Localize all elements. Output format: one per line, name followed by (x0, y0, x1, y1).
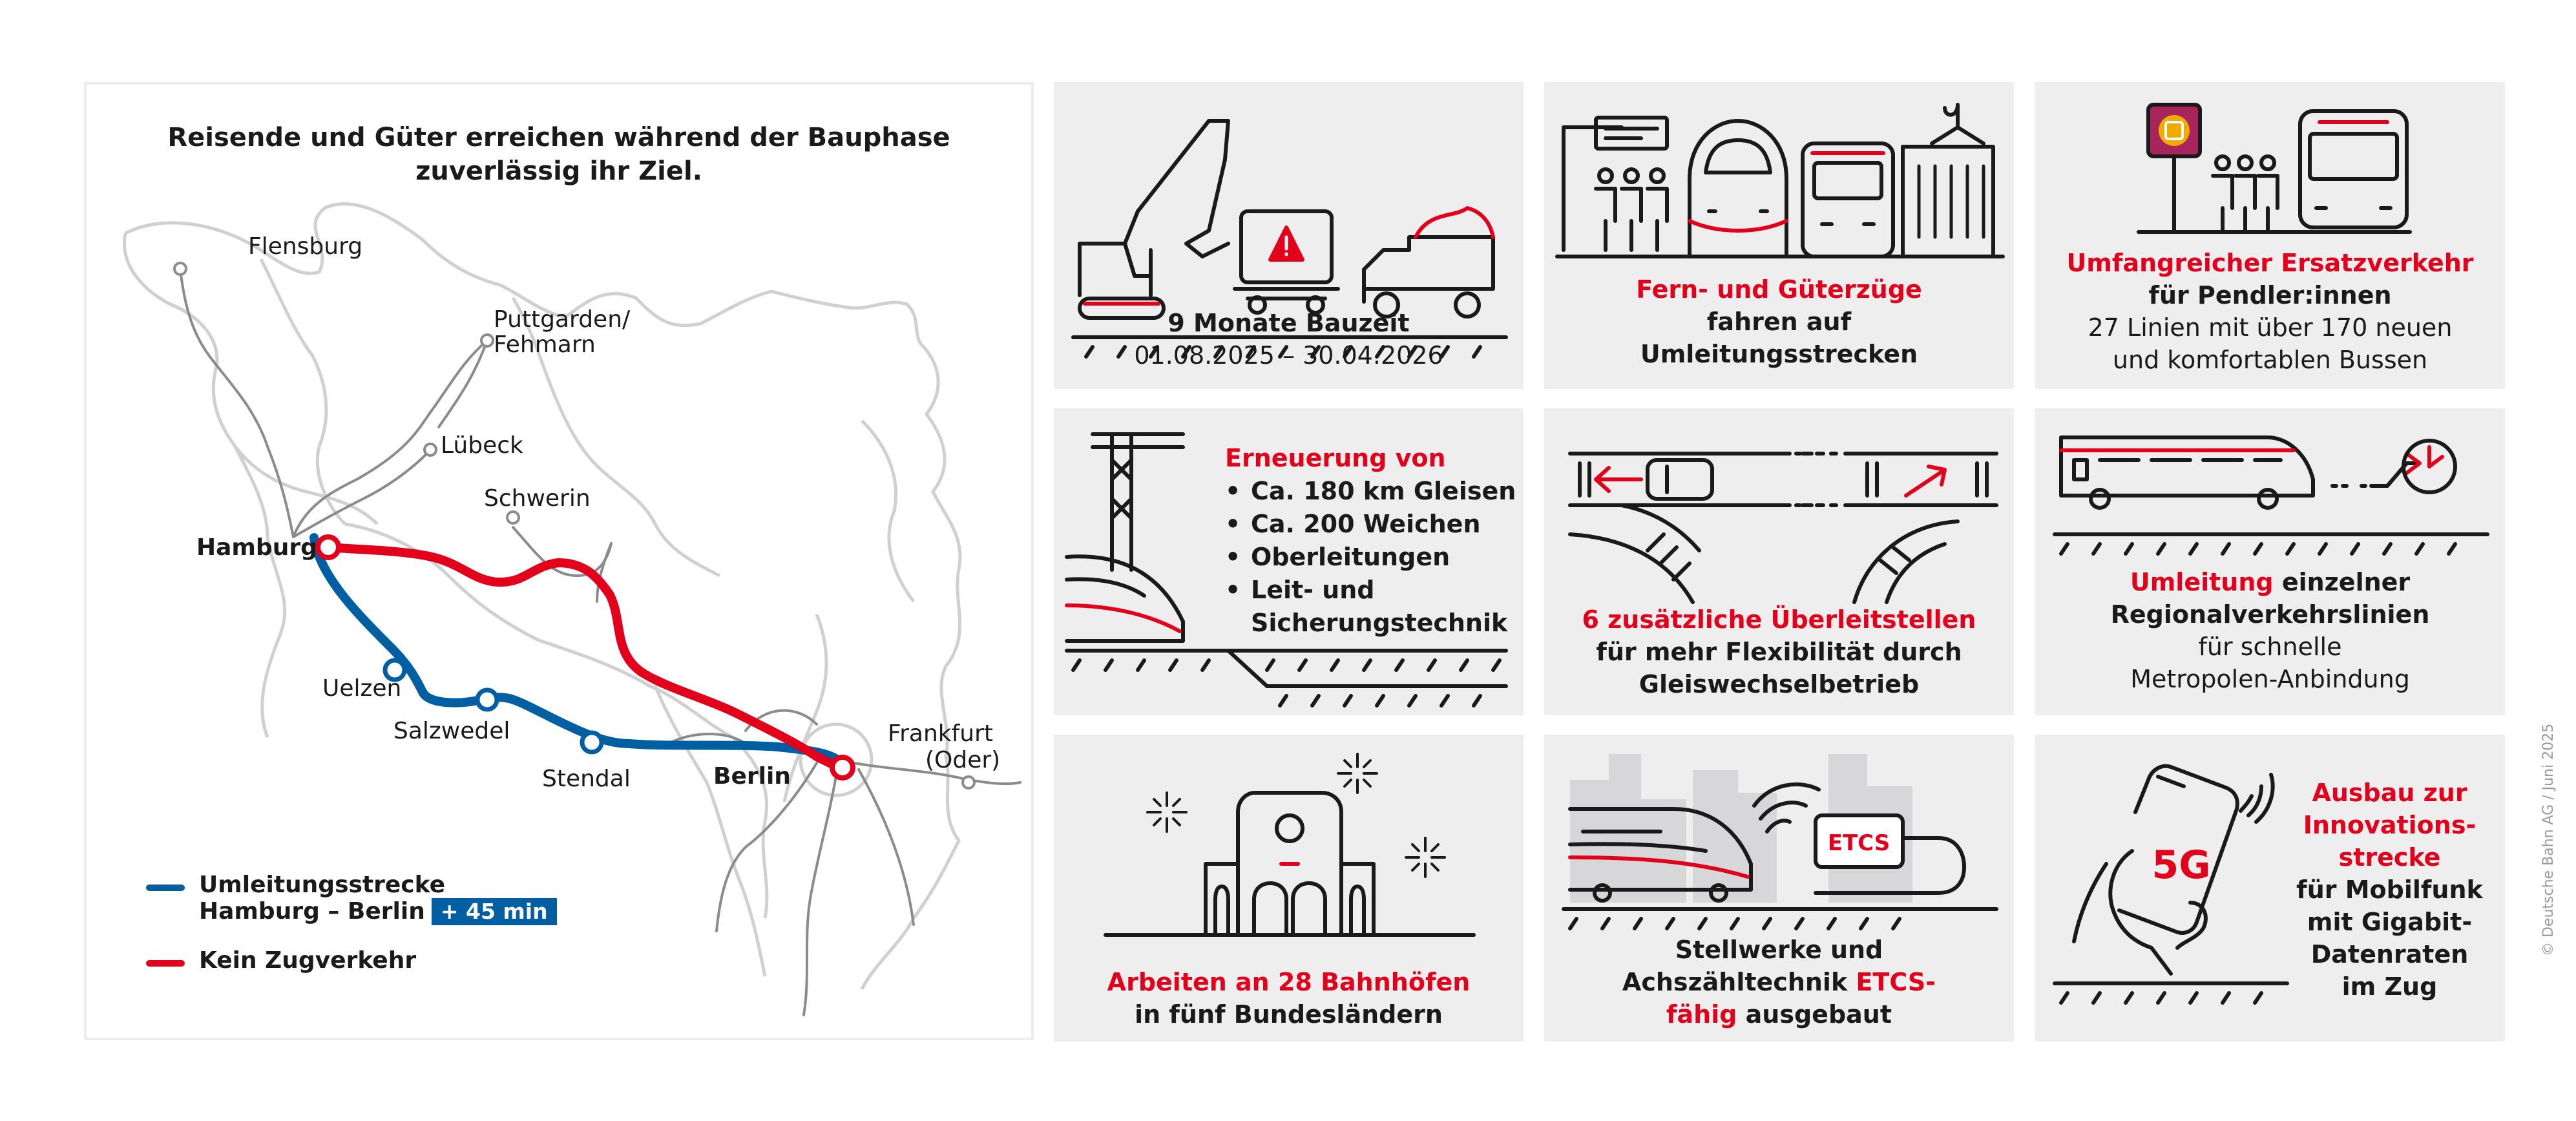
tile-stations: Arbeiten an 28 Bahnhöfen in fünf Bundesl… (1054, 735, 1524, 1042)
dump-truck-icon (1362, 206, 1495, 319)
map-legend: Umleitungsstrecke Hamburg – Berlin+ 45 m… (146, 872, 557, 974)
signal-waves-icon (1752, 782, 1821, 833)
label-schwerin: Schwerin (484, 485, 591, 512)
renewal-item: Ca. 180 km Gleisen (1225, 475, 1522, 508)
crossover-left-icon (1568, 452, 1792, 604)
map-panel: Reisende und Güter erreichen während der… (84, 82, 1034, 1040)
label-uelzen: Uelzen (322, 675, 401, 702)
tile-regional: Umleitung einzelner Regionalverkehrslini… (2035, 408, 2505, 715)
tile-regional-text: Umleitung einzelner Regionalverkehrslini… (2110, 568, 2430, 693)
bus-icon (2298, 109, 2409, 229)
5g-label: 5G (2152, 843, 2211, 888)
track-ground (1065, 649, 1508, 707)
tile-construction-text: 9 Monate Bauzeit 01.08.2025 – 30.04.2026 (1134, 309, 1443, 370)
tile-etcs-text: Stellwerke und Achszähltechnik ETCS- fäh… (1622, 936, 1936, 1029)
tile-long-distance: Fern- und Güterzüge fahren auf Umleitung… (1544, 82, 2014, 389)
legend-no-service: Kein Zugverkehr (146, 947, 557, 974)
crossover-right-icon (1794, 452, 1998, 604)
signal-waves-icon (2239, 773, 2275, 824)
track-ground (2053, 532, 2489, 556)
waiting-people-icon (2211, 154, 2279, 233)
station-building-icon (1104, 791, 1476, 937)
tile-renewal: Erneuerung von Ca. 180 km Gleisen Ca. 20… (1054, 408, 1524, 715)
ice-train-side-icon (1568, 807, 1753, 903)
tile-innovation-text: Ausbau zur Innovations- strecke für Mobi… (2296, 779, 2483, 1001)
smartphone-hand-icon (2072, 764, 2239, 976)
tile-innovation-5g: 5G Ausbau zur Innovations- strecke für M… (2035, 735, 2505, 1042)
track-ground (2053, 981, 2289, 1005)
label-flensburg: Flensburg (248, 233, 362, 260)
stop-stendal (580, 730, 604, 755)
container-crane-icon (1901, 103, 1995, 258)
track-ground (1071, 335, 1508, 359)
renewal-item: Ca. 200 Weichen (1225, 508, 1522, 541)
legend-blue-swatch (146, 885, 185, 891)
regional-train-side-icon (2059, 435, 2315, 510)
tile-construction-time: 9 Monate Bauzeit 01.08.2025 – 30.04.2026 (1054, 82, 1524, 389)
warning-wagon-icon (1233, 209, 1340, 315)
label-hamburg: Hamburg (196, 534, 317, 561)
label-stendal: Stendal (542, 766, 631, 792)
catenary-mast-icon (1091, 432, 1185, 572)
legend-detour: Umleitungsstrecke Hamburg – Berlin+ 45 m… (146, 872, 557, 925)
etcs-sign-icon (1814, 813, 1966, 895)
label-frankfurt: Frankfurt (888, 720, 993, 747)
station-people-icon (1562, 116, 1669, 252)
detour-route-line (309, 533, 842, 764)
tile-etcs: ETCS Stellwerke und Achszähltechnik ETCS… (1544, 735, 2014, 1042)
regional-train-icon (1801, 141, 1895, 258)
grey-rail-lines (173, 262, 1021, 1016)
map-title: Reisende und Güter erreichen während der… (167, 123, 950, 186)
stop-salzwedel (475, 687, 499, 712)
sparkle-icon (1146, 753, 1446, 878)
tile-crossovers-text: 6 zusätzliche Überleitstellen für mehr F… (1582, 605, 1976, 698)
legend-red-swatch (146, 960, 185, 967)
city-skyline (1570, 754, 1912, 903)
tile-replacement-bus: Umfangreicher Ersatzverkehr für Pendler:… (2035, 82, 2505, 389)
delay-badge: + 45 min (431, 898, 557, 925)
tile-replacement-text: Umfangreicher Ersatzverkehr für Pendler:… (2066, 249, 2474, 374)
label-berlin: Berlin (713, 763, 791, 790)
renewal-item: Oberleitungen (1225, 541, 1522, 574)
bus-stop-sign-icon (2146, 103, 2202, 233)
train-nose-icon (1065, 554, 1185, 643)
ice-train-icon (1688, 119, 1788, 258)
track-ground (1562, 907, 1998, 930)
route-map: Flensburg Puttgarden/ Fehmarn Lübeck Sch… (123, 202, 1021, 1016)
renewal-item: Leit- und Sicherungstechnik (1225, 574, 1522, 640)
label-puttgarden: Puttgarden/ (494, 306, 631, 333)
tile-long-distance-text: Fern- und Güterzüge fahren auf Umleitung… (1636, 275, 1922, 368)
etcs-label: ETCS (1828, 830, 1890, 856)
label-salzwedel: Salzwedel (393, 718, 510, 744)
station-hamburg (315, 534, 341, 560)
renewal-list: Erneuerung von Ca. 180 km Gleisen Ca. 20… (1225, 442, 1522, 640)
stop-uelzen (382, 658, 407, 682)
closed-route-line (325, 543, 846, 772)
label-luebeck: Lübeck (441, 432, 523, 459)
excavator-icon (1078, 119, 1230, 320)
fast-clock-icon (2330, 439, 2457, 494)
tile-crossovers: 6 zusätzliche Überleitstellen für mehr F… (1544, 408, 2014, 715)
label-oder: (Oder) (925, 747, 1000, 773)
label-fehmarn: Fehmarn (494, 331, 596, 358)
tile-stations-text: Arbeiten an 28 Bahnhöfen in fünf Bundesl… (1107, 968, 1471, 1029)
copyright-note: © Deutsche Bahn AG / Juni 2025 (2540, 723, 2557, 956)
station-berlin (830, 755, 855, 781)
